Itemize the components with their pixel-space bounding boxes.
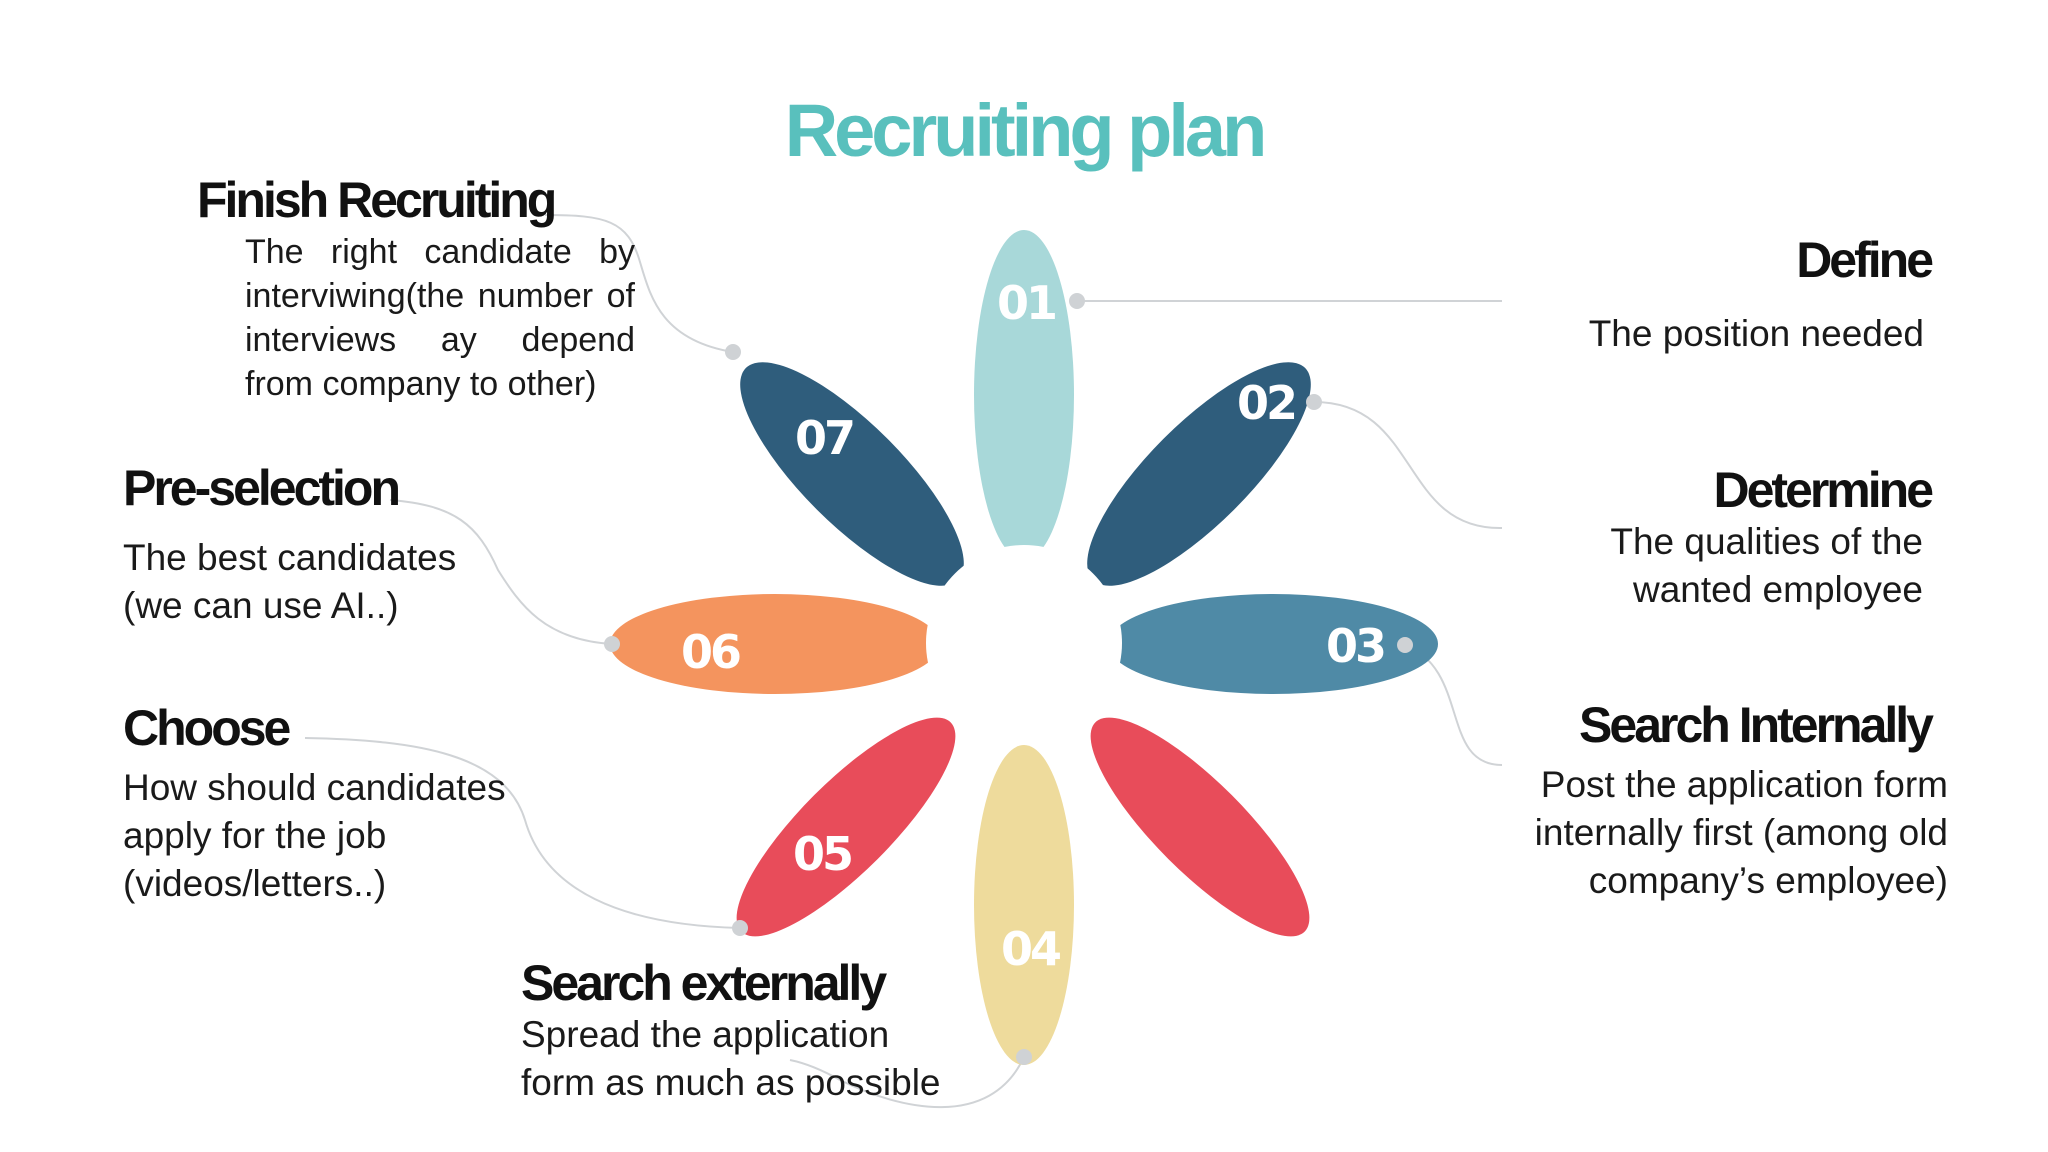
step-04-heading: Search externally <box>521 955 887 1011</box>
connector-02 <box>1313 401 1503 530</box>
step-05-heading: Choose <box>123 700 291 756</box>
step-01-heading: Define <box>1796 232 1934 288</box>
step-06-heading: Pre-selection <box>123 460 401 516</box>
step-04-description: Spread the application form as much as p… <box>521 1014 941 1103</box>
petal-number-01: 01 <box>997 276 1055 330</box>
connector-05 <box>304 737 741 929</box>
dot-02 <box>1306 394 1322 410</box>
petal-07 <box>740 362 964 586</box>
step-01: Define The position needed <box>1431 232 1934 358</box>
step-07-description: The right candidate by interviwing(the n… <box>245 233 635 403</box>
step-03-heading: Search Internally <box>1579 697 1934 753</box>
petal-numbers: 01 02 03 04 05 06 07 <box>681 276 1387 976</box>
step-06-description: The best candidates (we can use AI..) <box>123 537 457 626</box>
petal-03 <box>1108 594 1438 694</box>
petal-05 <box>736 717 956 937</box>
connector-dots <box>604 293 1413 1065</box>
petal-05b <box>1090 717 1310 937</box>
step-02-description: The qualities of the wanted employee <box>1610 521 1923 610</box>
step-03: Search Internally Post the application f… <box>1518 697 1948 905</box>
dot-03 <box>1397 637 1413 653</box>
petal-04 <box>974 745 1074 1065</box>
step-02-heading: Determine <box>1713 462 1934 518</box>
petal-number-07: 07 <box>795 411 853 465</box>
petal-02 <box>1087 362 1311 586</box>
petal-number-02: 02 <box>1237 376 1295 430</box>
step-05-description: How should candidates apply for the job … <box>123 767 506 904</box>
dot-07 <box>725 344 741 360</box>
connector-06 <box>389 499 613 645</box>
step-04: Search externally Spread the application… <box>521 955 941 1107</box>
petal-number-06: 06 <box>681 625 740 679</box>
dot-01 <box>1069 293 1085 309</box>
dot-05 <box>732 920 748 936</box>
step-03-description: Post the application form internally fir… <box>1534 764 1948 901</box>
petal-01 <box>974 230 1074 560</box>
step-05: Choose How should candidates apply for t… <box>123 700 513 908</box>
petal-number-05: 05 <box>793 827 851 881</box>
petals <box>610 230 1438 1065</box>
step-02: Determine The qualities of the wanted em… <box>1511 462 1934 614</box>
petal-06 <box>610 594 940 694</box>
petal-number-03: 03 <box>1326 619 1384 673</box>
connector-04 <box>789 1056 1025 1109</box>
connector-07 <box>544 214 734 353</box>
dot-06 <box>604 636 620 652</box>
step-07-heading: Finish Recruiting <box>197 172 557 228</box>
step-01-description: The position needed <box>1588 313 1924 354</box>
page-title: Recruiting plan <box>784 89 1268 172</box>
step-07: Finish Recruiting The right candidate by… <box>197 172 637 406</box>
step-06: Pre-selection The best candidates (we ca… <box>123 460 523 630</box>
flower-center <box>926 545 1122 741</box>
dot-04 <box>1016 1049 1032 1065</box>
petal-number-04: 04 <box>1001 922 1060 976</box>
